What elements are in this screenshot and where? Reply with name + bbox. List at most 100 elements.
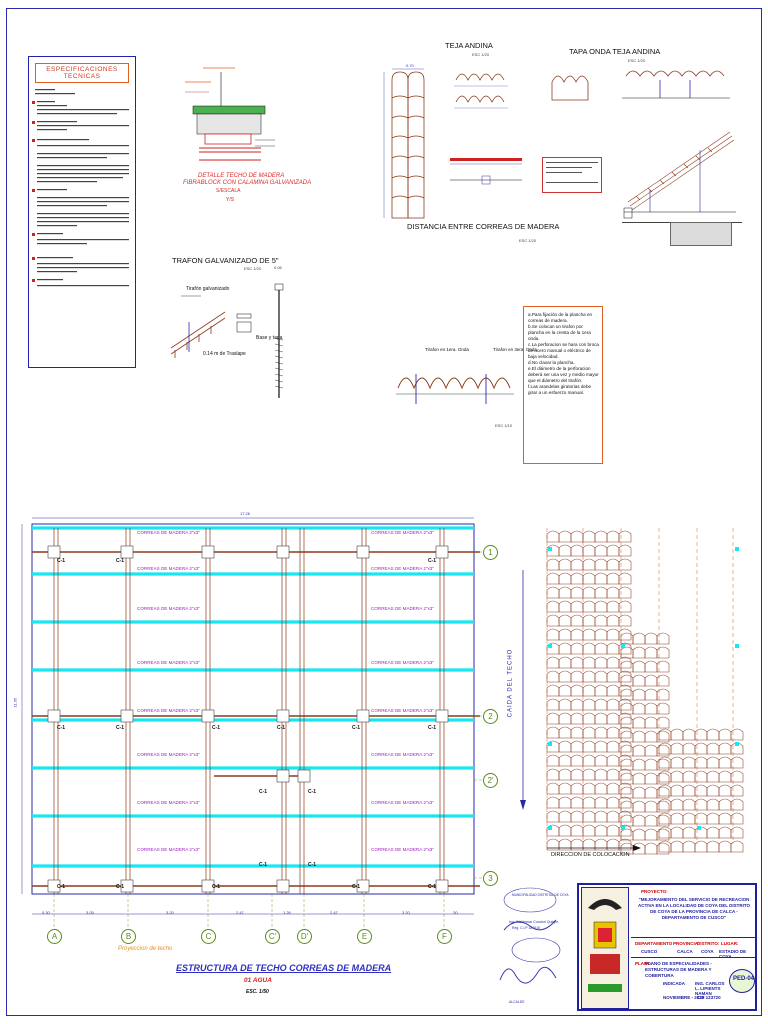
roof-tile [606,768,620,781]
roof-tile [606,544,620,557]
tb-dist-label: DISTRITO: [697,941,720,946]
stamp-signer-1: Ing. Waldemar Condori Quispe [509,920,559,924]
trafon-drawing [170,283,284,398]
roof-tile [670,798,684,811]
teja-andina-profile [454,73,508,109]
roof-tile [606,586,620,599]
roof-tile [582,572,596,585]
distancia-scale: ESC 1/20 [519,238,537,243]
roof-tile [730,770,744,783]
roof-tile [644,786,658,799]
roof-tile [632,758,646,771]
roof-tile [706,770,720,783]
title-block: PROYECTO: "MEJORAMIENTO DEL SERVICIO DE … [577,883,757,1011]
trafon-base-label: Base y tapa [256,335,283,341]
roof-detail-subtitle: FIBRABLOCK CON CALAMINA GALVANIZADA [183,180,312,186]
roof-tile [618,838,632,851]
roof-tile [644,800,658,813]
roof-detail-marker: Y/S [226,197,235,203]
roof-tile [718,812,732,825]
roof-tile [594,754,608,767]
teja-andina-front-view [383,68,425,219]
roof-tile [570,810,584,823]
roof-tile [644,702,658,715]
roof-tile [644,632,658,645]
roof-tile [570,558,584,571]
roof-tile [582,530,596,543]
roof-tile [558,558,572,571]
beam-label: CORREAS DE MADERA 2"x3" [371,847,434,852]
col-axis-a: A [47,929,62,944]
roof-tile [706,728,720,741]
tb-lugar-label: LUGAR: [721,941,739,946]
roof-tile [730,812,744,825]
tapa-onda-scale: ESC 1/20 [628,58,646,63]
roof-tile [670,756,684,769]
roof-tile [618,558,632,571]
roof-tile [606,656,620,669]
tb-fecha: NOVIEMBRE - 2021 [663,995,705,1000]
roof-tile [632,716,646,729]
roof-tile [594,572,608,585]
roof-tile [670,840,684,853]
roof-tile [618,684,632,697]
distancia-title: DISTANCIA ENTRE CORREAS DE MADERA [407,222,560,231]
trafon-title: TRAFON GALVANIZADO DE 5" [172,256,279,265]
tb-dist: COYA [701,949,714,954]
row-axis-2: 2 [483,709,498,724]
column-label: C-1 [212,884,221,890]
roof-tile [730,784,744,797]
roof-tile [570,754,584,767]
caida-label: CAIDA DEL TECHO [507,648,514,718]
onda-scale: ESC 1/10 [495,423,513,428]
col-axis-d-prime: D' [297,929,312,944]
teja-andina-dim: 0.70 [406,63,414,68]
roof-tile [594,726,608,739]
roof-tile [656,646,670,659]
roof-tile [582,810,596,823]
roof-tile [730,798,744,811]
distancia-note-box [542,157,602,193]
stamps-area [499,887,561,984]
note-d: d.No clavar la plancha. [528,360,575,365]
roof-tile [644,646,658,659]
column-label: C-1 [428,884,437,890]
roof-tile [594,558,608,571]
roof-tile [606,642,620,655]
roof-tile [682,756,696,769]
roof-tile [618,782,632,795]
roof-tile [632,646,646,659]
column-label: C-1 [57,725,66,731]
roof-tile [558,614,572,627]
roof-tile [670,812,684,825]
roof-tile [582,600,596,613]
roof-tile [618,628,632,641]
roof-tile [594,796,608,809]
tb-lugar: ESTADIO DE COYA [719,949,747,959]
roof-tile [594,684,608,697]
roof-tile [582,698,596,711]
roof-tile [606,684,620,697]
tapa-onda-drawings [551,70,736,219]
column-label: C-1 [116,884,125,890]
stamp-signer-2: ALCALDE [509,1000,525,1004]
roof-tile [546,754,560,767]
roof-tile [570,600,584,613]
plan-title: ESTRUCTURA DE TECHO CORREAS DE MADERA [176,963,392,973]
roof-tile [606,726,620,739]
tb-prov-label: PROVINCIA: [673,941,700,946]
note-e: e.El diámetro de la perforacion deberá s… [528,366,599,383]
roof-tile [558,698,572,711]
roof-tile [618,670,632,683]
roof-tile [718,770,732,783]
roof-tile [730,728,744,741]
roof-tile [594,712,608,725]
roof-tile [682,826,696,839]
note-f: f.Las arandelas giratorias debe girar a … [528,384,592,395]
roof-tile [546,698,560,711]
roof-tile [718,728,732,741]
tb-engineer: ING. CARLOS L. LIPIENTS NAMAN [695,981,725,996]
tb-dep-label: DEPARTAMENTO [635,941,673,946]
roof-tile [546,726,560,739]
roof-tile [632,660,646,673]
